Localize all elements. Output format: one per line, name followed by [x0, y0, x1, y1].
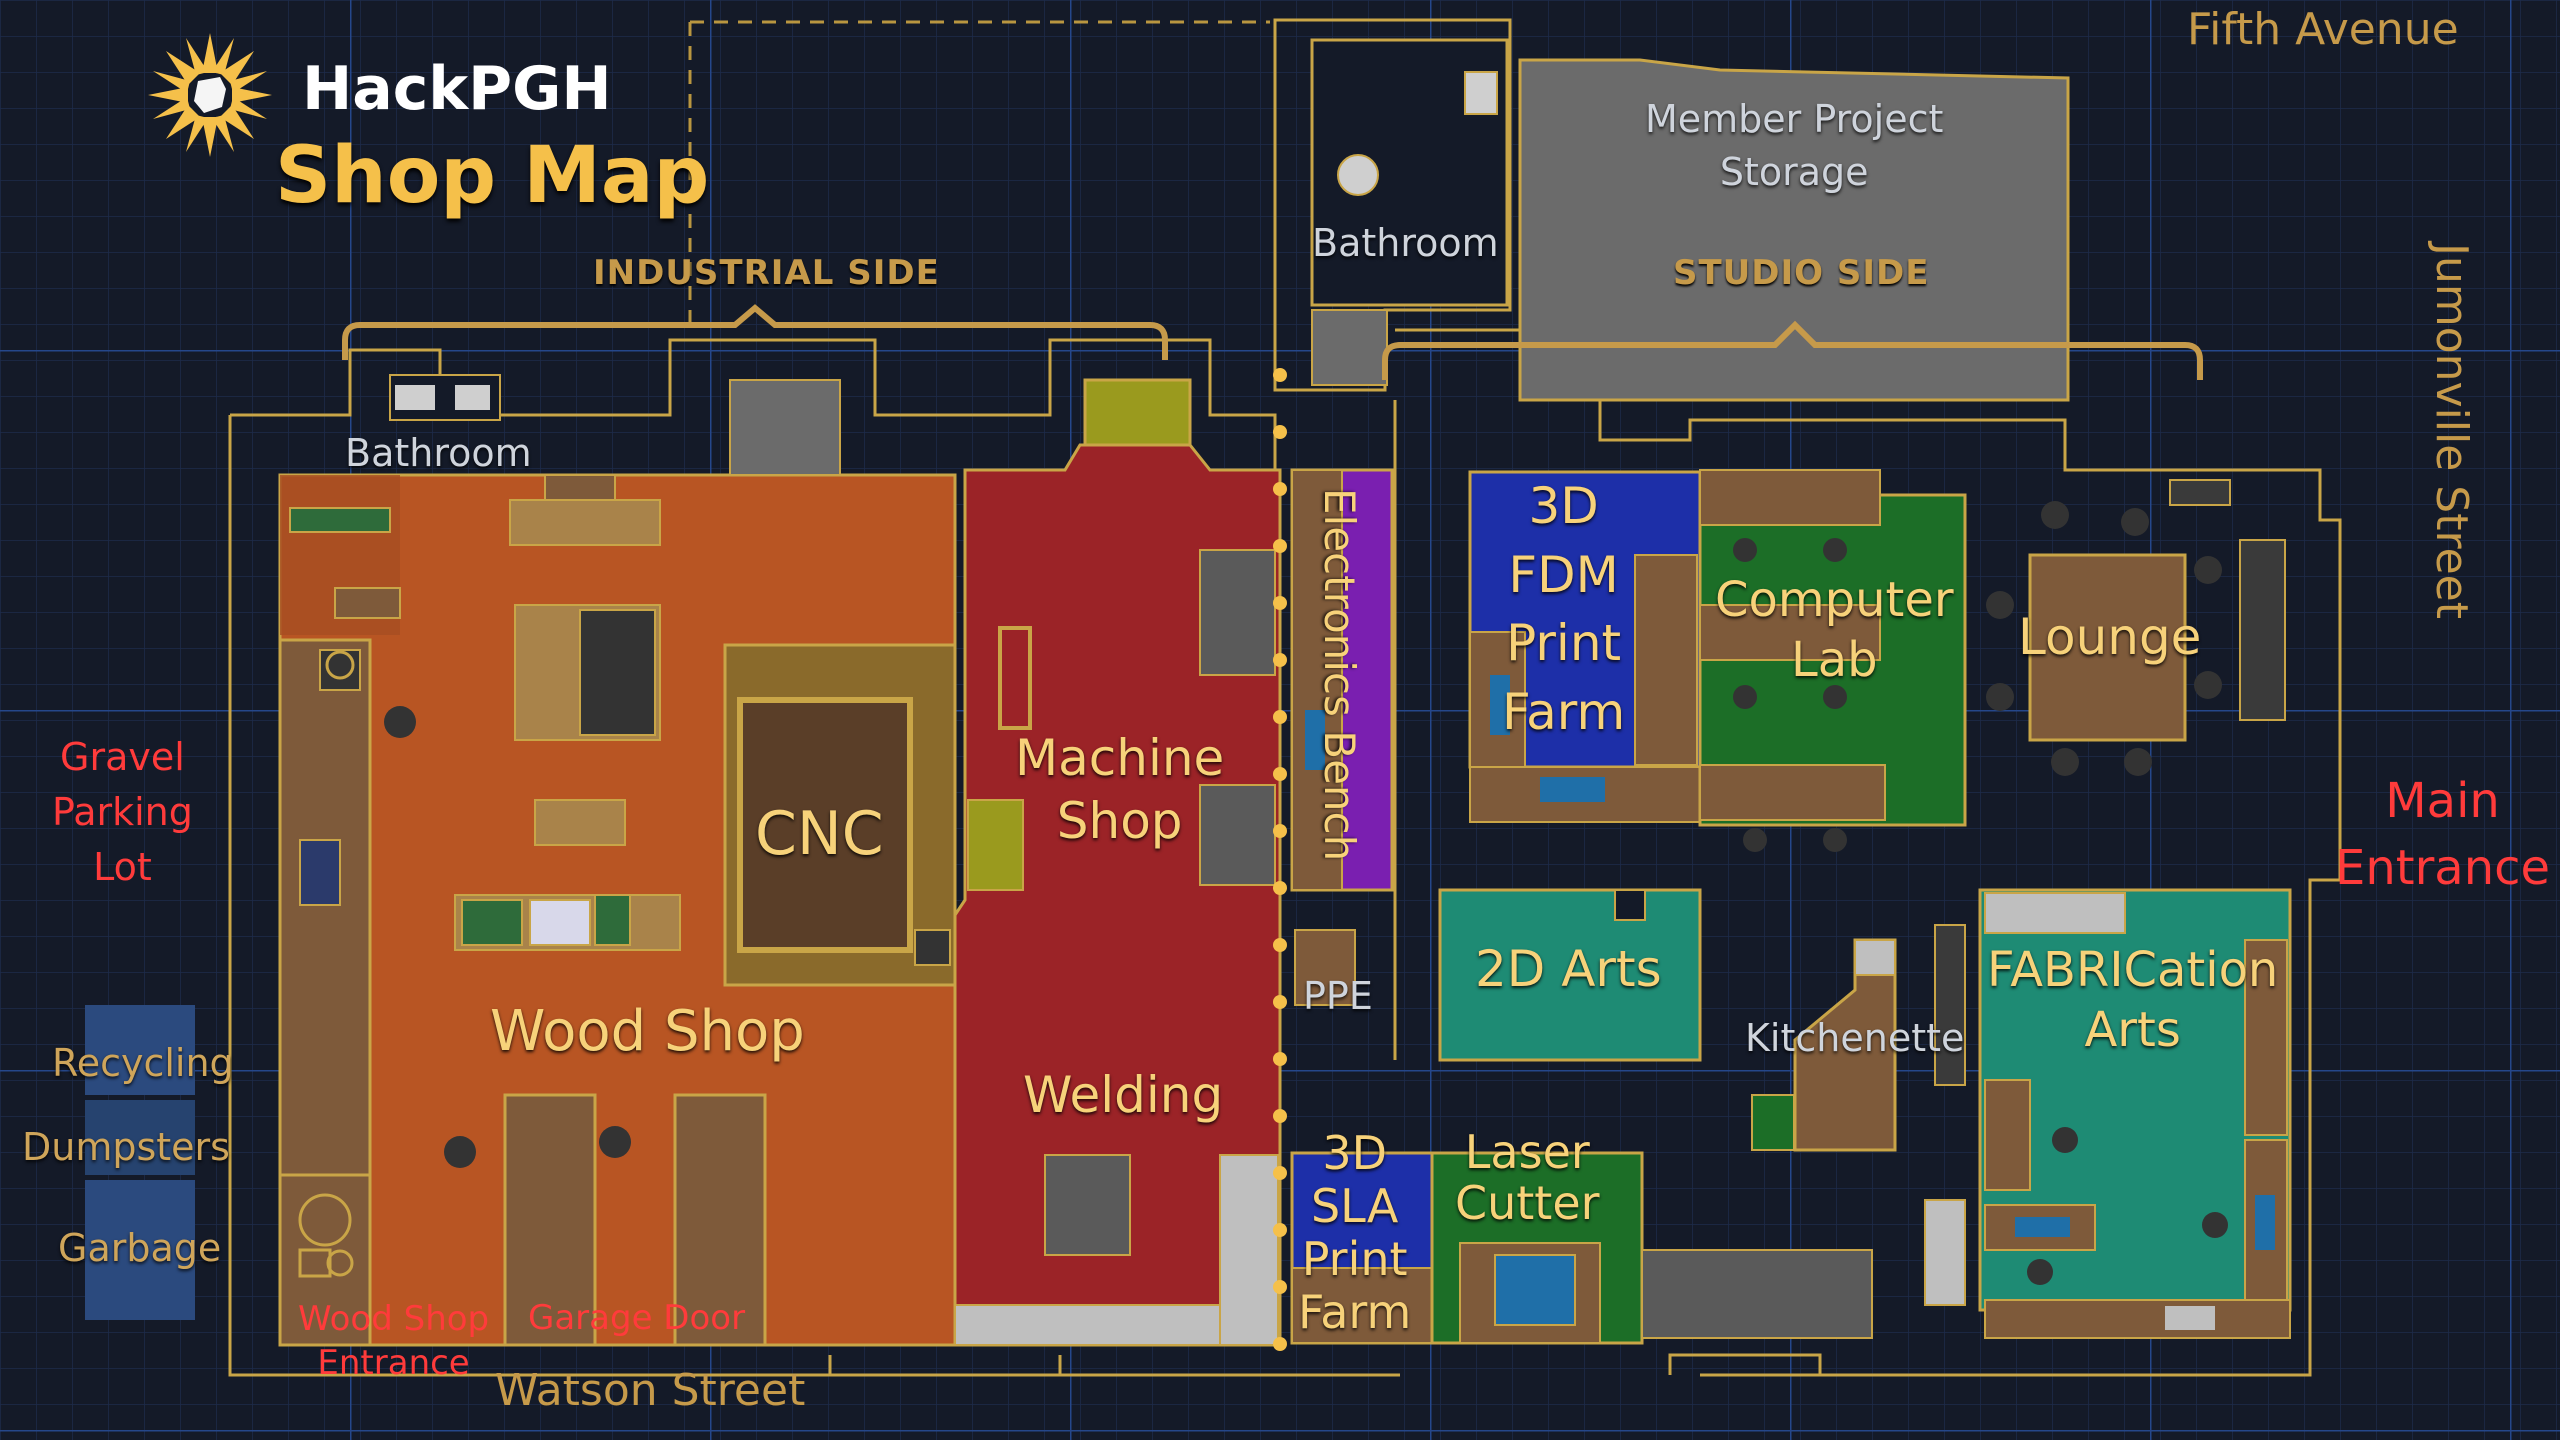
- label-sla-print-farm: 3D SLA Print Farm: [1298, 1127, 1411, 1339]
- dumpster-pad: [85, 1100, 195, 1175]
- label-storage-line1: Member Project: [1645, 97, 1944, 141]
- label-main-entrance: Main Entrance: [2335, 768, 2550, 902]
- label-ppe: PPE: [1303, 974, 1373, 1018]
- label-computer-lab: Computer Lab: [1715, 570, 1954, 690]
- label-electronics-bench: Electronics Bench: [1315, 488, 1364, 862]
- label-laser-line2: Cutter: [1455, 1175, 1600, 1230]
- label-sla-line4: Farm: [1298, 1284, 1412, 1339]
- studio-side-bracket: [1382, 320, 2203, 380]
- label-sla-line3: Print: [1301, 1231, 1408, 1286]
- label-computer-lab-line1: Computer: [1715, 572, 1954, 628]
- label-machine-shop-line2: Shop: [1056, 791, 1183, 850]
- label-garage-door: Garage Door: [528, 1298, 746, 1338]
- label-fdm-line4: Farm: [1502, 682, 1626, 741]
- label-main-entrance-line2: Entrance: [2335, 840, 2551, 897]
- street-jumonville: Jumonville Street: [2426, 243, 2477, 619]
- label-main-entrance-line1: Main: [2385, 773, 2500, 829]
- label-fabrication-arts: FABRICation Arts: [1987, 940, 2278, 1060]
- label-bathroom-west: Bathroom: [345, 431, 532, 475]
- label-fdm-line2: FDM: [1508, 545, 1619, 604]
- label-recycling: Recycling: [52, 1041, 234, 1085]
- label-2d-arts: 2D Arts: [1475, 940, 1662, 998]
- studio-side-label: STUDIO SIDE: [1673, 253, 1930, 293]
- wood-shop-bench: [278, 638, 372, 1177]
- page-title: Shop Map: [275, 131, 710, 221]
- label-wood-shop: Wood Shop: [490, 999, 805, 1064]
- street-fifth-avenue: Fifth Avenue: [2187, 4, 2459, 55]
- fist-sunburst-icon: [148, 33, 272, 157]
- label-fabrication-line2: Arts: [2084, 1002, 2181, 1058]
- label-garbage: Garbage: [58, 1226, 222, 1270]
- garbage-dumpster: [85, 1180, 195, 1320]
- label-fdm-line3: Print: [1506, 614, 1622, 672]
- street-watson: Watson Street: [495, 1365, 806, 1416]
- wood-shop-corner: [278, 1173, 372, 1347]
- recycling-dumpster: [85, 1005, 195, 1095]
- bathroom-west-fixtures: [389, 374, 841, 476]
- label-laser-line1: Laser: [1464, 1125, 1590, 1179]
- label-fdm-print-farm: 3D FDM Print Farm: [1502, 472, 1625, 746]
- lounge-area: [1986, 479, 2286, 776]
- label-machine-shop: Machine Shop: [1015, 727, 1224, 852]
- industrial-side-bracket: [342, 304, 1168, 360]
- label-dumpsters: Dumpsters: [22, 1125, 230, 1169]
- label-fdm-line1: 3D: [1528, 477, 1599, 535]
- label-bathroom-north: Bathroom: [1312, 221, 1499, 265]
- label-lounge: Lounge: [2018, 608, 2202, 666]
- machine-shop-room: [953, 443, 1282, 1347]
- label-computer-lab-line2: Lab: [1791, 632, 1878, 688]
- arts-2d-room: [1438, 888, 1702, 1062]
- label-fabrication-line1: FABRICation: [1987, 942, 2279, 998]
- label-parking-line2: Parking: [52, 790, 193, 835]
- label-parking-line3: Lot: [93, 845, 152, 890]
- label-wood-entrance-line1: Wood Shop: [298, 1299, 490, 1339]
- brand-name: HackPGH: [302, 54, 612, 124]
- building-outline: [228, 18, 2342, 1377]
- cnc-machine: [737, 697, 913, 953]
- label-parking-line1: Gravel: [60, 735, 185, 779]
- label-gravel-parking: Gravel Parking Lot: [52, 730, 193, 895]
- label-member-storage: Member Project Storage: [1645, 93, 1943, 199]
- member-storage-room: [1518, 58, 2070, 402]
- label-welding: Welding: [1023, 1066, 1224, 1124]
- label-cnc: CNC: [755, 799, 884, 869]
- side-divider-dots: [1273, 368, 1287, 1351]
- label-storage-line2: Storage: [1719, 150, 1869, 195]
- label-kitchenette: Kitchenette: [1745, 1016, 1965, 1060]
- industrial-side-label: INDUSTRIAL SIDE: [593, 253, 940, 293]
- label-sla-line1: 3D: [1322, 1126, 1388, 1180]
- label-laser-cutter: Laser Cutter: [1455, 1127, 1600, 1228]
- lounge-table: [2028, 553, 2187, 742]
- label-wood-entrance-line2: Entrance: [317, 1343, 470, 1384]
- label-wood-shop-entrance: Wood Shop Entrance: [298, 1297, 489, 1385]
- label-sla-line2: SLA: [1310, 1178, 1399, 1233]
- label-machine-shop-line1: Machine: [1015, 729, 1225, 787]
- yard-boundary: [688, 20, 1270, 330]
